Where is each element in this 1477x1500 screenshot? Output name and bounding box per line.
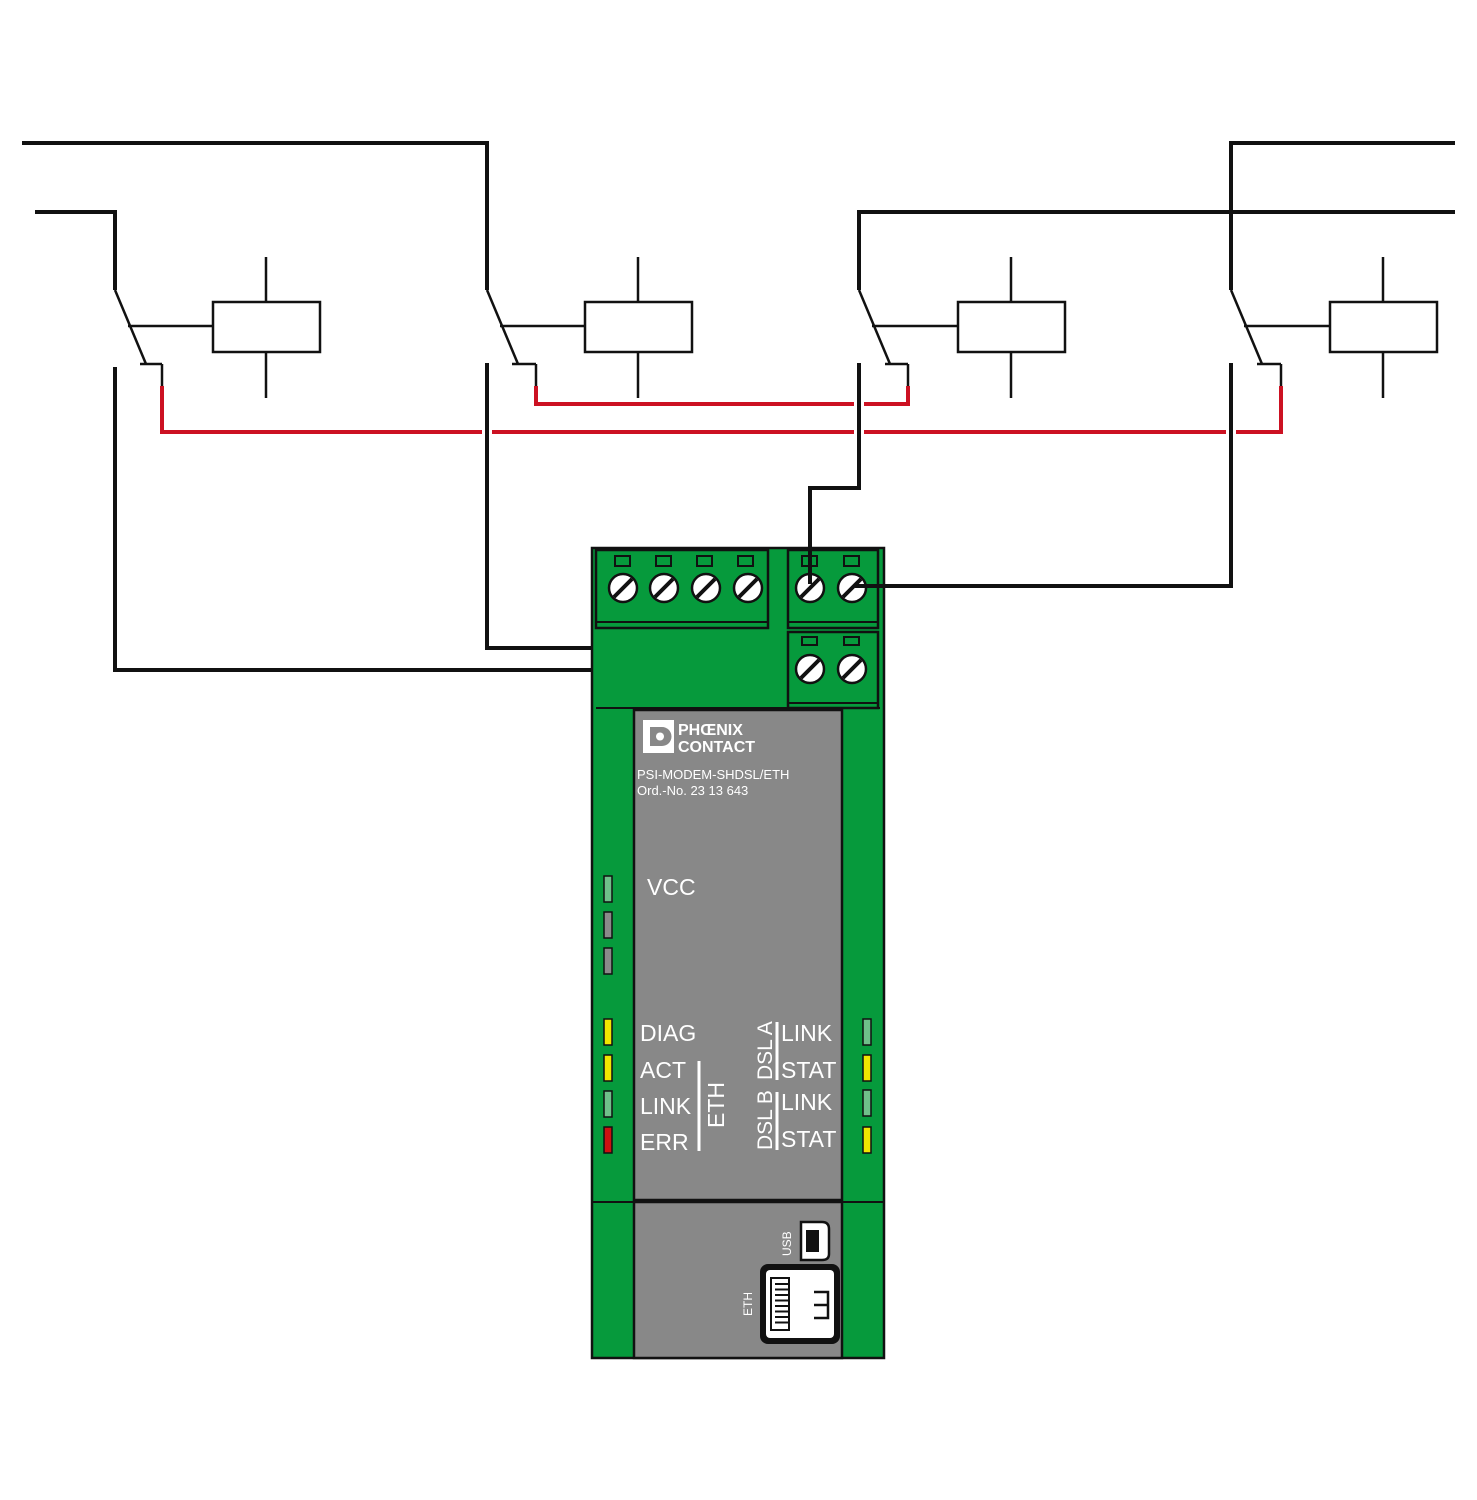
bus-line-upper-right — [1229, 141, 1455, 290]
relay-coil-2 — [583, 300, 694, 354]
led-left-status-2 — [603, 1054, 613, 1082]
led-right-status-4 — [862, 1126, 872, 1154]
label-dsl-a-link: LINK — [781, 1020, 833, 1046]
led-left-top-2 — [603, 911, 613, 939]
led-right-status-2 — [862, 1054, 872, 1082]
relay-3 — [857, 257, 1067, 398]
bus-line-lower-left — [35, 210, 117, 290]
label-diag: DIAG — [640, 1020, 696, 1046]
screw-8 — [836, 653, 868, 685]
bus-line-lower-right — [857, 210, 1455, 290]
screw-4 — [732, 572, 764, 604]
drop-wire-1 — [113, 367, 812, 672]
label-dsl-a-stat: STAT — [781, 1057, 836, 1083]
screw-1 — [607, 572, 639, 604]
front-panel — [632, 708, 844, 1202]
led-left-top-3 — [603, 947, 613, 975]
led-left-top-1 — [603, 875, 613, 903]
loop-wire-outer — [160, 386, 1283, 434]
label-dsl-b-stat: STAT — [781, 1126, 836, 1152]
usb-label: USB — [780, 1231, 794, 1256]
phoenix-logo: PHŒNIX CONTACT — [643, 720, 755, 756]
loop-wire-inner — [534, 386, 910, 406]
led-right-status-3 — [862, 1089, 872, 1117]
terminal-tabs-left — [614, 555, 754, 567]
bus-lines — [22, 141, 1455, 290]
relay-1 — [113, 257, 322, 398]
label-dsl-b-link: LINK — [781, 1089, 833, 1115]
screw-3 — [690, 572, 722, 604]
dsl-b-label: DSL B — [754, 1090, 777, 1150]
eth-rj45-port[interactable] — [760, 1264, 840, 1344]
relay-units — [113, 257, 1439, 398]
relay-coil-1 — [211, 300, 322, 354]
logo-line-2: CONTACT — [678, 739, 755, 756]
vcc-label: VCC — [647, 874, 696, 900]
loop-wires — [160, 386, 1283, 434]
led-right-status-1 — [862, 1018, 872, 1046]
led-left-status-4 — [603, 1126, 613, 1154]
led-left-status-1 — [603, 1018, 613, 1046]
label-link-eth: LINK — [640, 1093, 692, 1119]
device-model: PSI-MODEM-SHDSL/ETH — [637, 767, 789, 782]
relay-2 — [485, 257, 694, 398]
dsl-a-label: DSL A — [754, 1021, 777, 1080]
screw-7 — [794, 653, 826, 685]
device-order-number: Ord.-No. 23 13 643 — [637, 783, 748, 798]
rj45-pins — [775, 1283, 788, 1324]
logo-line-1: PHŒNIX — [678, 722, 743, 739]
relay-coil-4 — [1328, 300, 1439, 354]
label-err: ERR — [640, 1129, 689, 1155]
relay-4 — [1229, 257, 1439, 398]
eth-group-label: ETH — [703, 1082, 729, 1128]
led-left-status-3 — [603, 1090, 613, 1118]
screw-2 — [648, 572, 680, 604]
eth-port-label: ETH — [741, 1292, 755, 1316]
bus-line-upper-left — [22, 141, 489, 290]
usb-port[interactable] — [799, 1220, 831, 1262]
label-act: ACT — [640, 1057, 686, 1083]
relay-coil-3 — [956, 300, 1067, 354]
led-indicators — [603, 875, 872, 1154]
